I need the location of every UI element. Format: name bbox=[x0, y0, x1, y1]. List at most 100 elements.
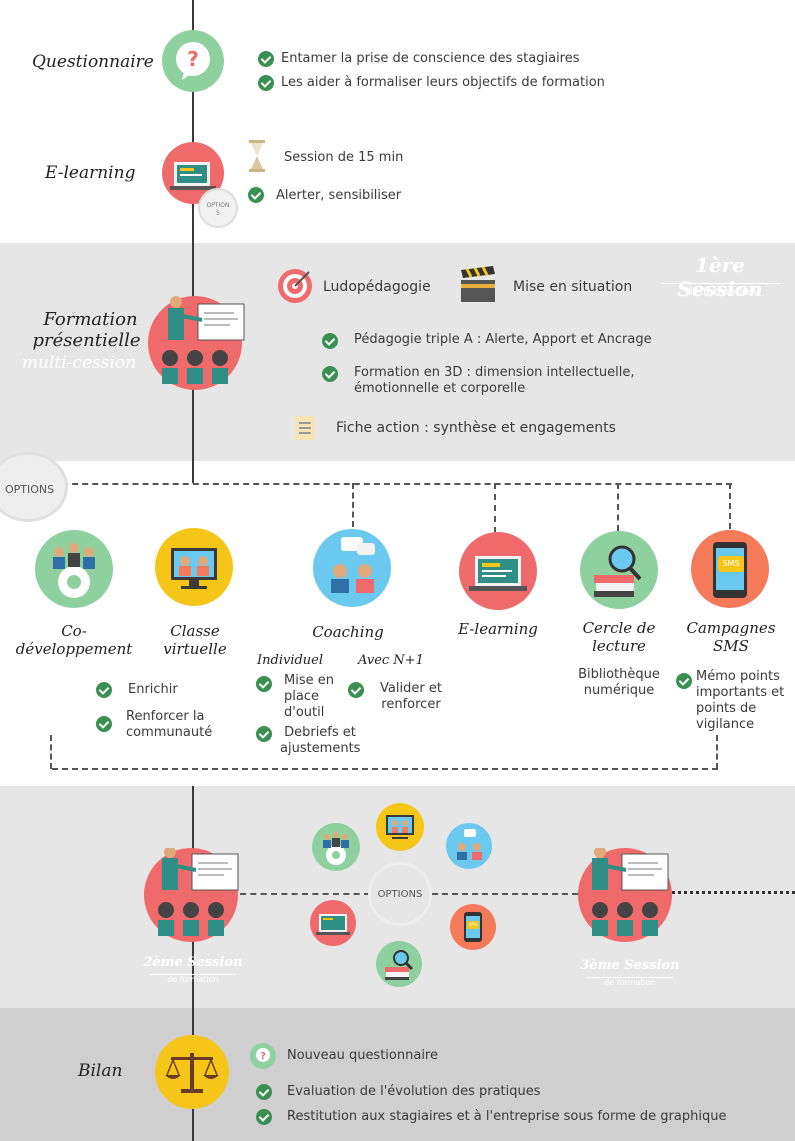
sms-item: Mémo points importants et points de vigi… bbox=[696, 669, 785, 732]
video-conference-icon bbox=[386, 815, 414, 839]
classe-title-1: Classe bbox=[170, 622, 220, 640]
check-icon bbox=[258, 51, 274, 67]
formation-title-3: multi-cession bbox=[21, 353, 137, 373]
formation-title-2: présentielle bbox=[32, 330, 141, 351]
presenter-icon bbox=[162, 296, 245, 384]
bilan-item-2: Evaluation de l'évolution des pratiques bbox=[287, 1084, 541, 1099]
sessions-connector-middle bbox=[432, 893, 578, 895]
codev-title-1: Co- bbox=[61, 622, 87, 640]
mini-cercle-icon bbox=[376, 941, 422, 987]
options-drop-2 bbox=[494, 483, 496, 533]
books-magnifier-icon bbox=[385, 950, 414, 980]
presenter-icon bbox=[158, 848, 239, 936]
team-gear-icon bbox=[53, 543, 95, 598]
bilan-item-1: Nouveau questionnaire bbox=[287, 1048, 438, 1063]
check-icon bbox=[256, 1084, 272, 1100]
session-3-icon bbox=[578, 848, 672, 942]
check-icon bbox=[256, 1109, 272, 1125]
codev-item-1: Enrichir bbox=[128, 682, 178, 697]
check-icon bbox=[96, 716, 112, 732]
bilan-band bbox=[0, 1008, 795, 1141]
options-left-border bbox=[50, 735, 52, 769]
options-bottom-border bbox=[52, 768, 718, 770]
cercle-title-2: lecture bbox=[592, 637, 646, 655]
options-badge: OPTIONS bbox=[0, 452, 68, 522]
check-icon bbox=[256, 726, 272, 742]
check-icon bbox=[322, 366, 338, 382]
mise-situation-label: Mise en situation bbox=[513, 279, 633, 295]
options-drop-1 bbox=[352, 483, 354, 527]
laptop-icon bbox=[170, 162, 216, 190]
codev-title-2: développement bbox=[15, 640, 133, 658]
check-icon bbox=[96, 682, 112, 698]
elearning-option-icon bbox=[459, 532, 537, 610]
options-drop-4 bbox=[729, 483, 731, 529]
presenter-icon bbox=[592, 848, 669, 936]
mini-elearning-icon bbox=[310, 900, 356, 946]
sms-icon-circle: SMS bbox=[691, 530, 769, 608]
books-magnifier-icon bbox=[594, 545, 642, 597]
check-icon bbox=[676, 673, 692, 689]
timeline-line-middle bbox=[192, 786, 194, 876]
fiche-action-label: Fiche action : synthèse et engagements bbox=[336, 420, 616, 436]
question-small-icon: ? bbox=[250, 1043, 276, 1069]
questionnaire-icon: ? bbox=[162, 30, 224, 92]
sms-title-1: Campagnes bbox=[686, 619, 776, 637]
sessions-connector-right bbox=[672, 891, 795, 894]
coaching-avec-item-1: Valider et renforcer bbox=[380, 681, 442, 712]
hourglass-icon bbox=[249, 140, 265, 172]
fiche-document-icon bbox=[295, 416, 315, 440]
coaching-avec: Avec N+1 bbox=[358, 653, 424, 668]
check-icon bbox=[348, 682, 364, 698]
options-top-border bbox=[52, 483, 732, 485]
cercle-icon bbox=[580, 531, 658, 609]
classe-icon bbox=[155, 528, 233, 606]
questionnaire-title: Questionnaire bbox=[32, 52, 154, 72]
session-2-title: 2ème Session bbox=[143, 955, 243, 970]
elearning-session: Session de 15 min bbox=[284, 150, 404, 165]
coaching-ind-item-2: Debriefs et ajustements bbox=[280, 725, 361, 756]
coaching-people-icon bbox=[457, 829, 482, 860]
session-2-subtitle: de formation bbox=[150, 974, 236, 984]
laptop-icon bbox=[469, 556, 527, 591]
check-icon bbox=[256, 676, 272, 692]
clapperboard-icon bbox=[461, 266, 495, 302]
session-2-icon bbox=[144, 848, 239, 942]
sms-icon-text: SMS bbox=[722, 559, 740, 568]
phone-sms-icon bbox=[464, 912, 482, 942]
sessions-connector-left bbox=[240, 893, 370, 895]
team-gear-icon bbox=[323, 832, 349, 865]
options-right-border bbox=[716, 735, 718, 769]
session-1-title: 1ère Session bbox=[677, 253, 763, 301]
svg-text:?: ? bbox=[260, 1051, 266, 1062]
coaching-individuel: Individuel bbox=[257, 653, 324, 668]
formation-title-1: Formation bbox=[43, 309, 138, 330]
formation-item-1: Pédagogie triple A : Alerte, Apport et A… bbox=[354, 332, 652, 347]
sessions-options-badge: OPTIONS bbox=[368, 862, 432, 926]
coaching-title: Coaching bbox=[312, 623, 384, 641]
classe-title-2: virtuelle bbox=[163, 640, 227, 658]
questionnaire-item-2: Les aider à formaliser leurs objectifs d… bbox=[281, 75, 605, 90]
formation-item-2: Formation en 3D : dimension intellectuel… bbox=[354, 365, 635, 396]
elearning-option-title: E-learning bbox=[458, 620, 538, 638]
elearning-icon bbox=[162, 142, 224, 204]
sessions-options-label: OPTIONS bbox=[377, 889, 423, 900]
bilan-title: Bilan bbox=[78, 1061, 123, 1081]
bilan-icon bbox=[155, 1035, 229, 1109]
target-icon bbox=[278, 269, 312, 303]
option-badge-label: OPTION bbox=[206, 202, 230, 209]
cercle-title-1: Cercle de bbox=[582, 619, 656, 637]
mini-classe-icon bbox=[376, 803, 424, 851]
coaching-ind-item-1: Mise en place d'outil bbox=[284, 673, 334, 720]
video-conference-icon bbox=[171, 548, 217, 589]
options-badge-label: OPTIONS bbox=[5, 483, 55, 496]
sms-title-2: SMS bbox=[713, 637, 749, 655]
trainer-icon bbox=[148, 296, 245, 390]
ludopedagogie-label: Ludopédagogie bbox=[323, 279, 431, 295]
session-3-title: 3ème Session bbox=[580, 958, 680, 973]
mini-sms-text: SMS bbox=[468, 922, 478, 927]
check-icon bbox=[258, 75, 274, 91]
option-badge-number: 5 bbox=[216, 210, 220, 217]
mini-coaching-icon bbox=[446, 823, 492, 869]
check-icon bbox=[322, 333, 338, 349]
